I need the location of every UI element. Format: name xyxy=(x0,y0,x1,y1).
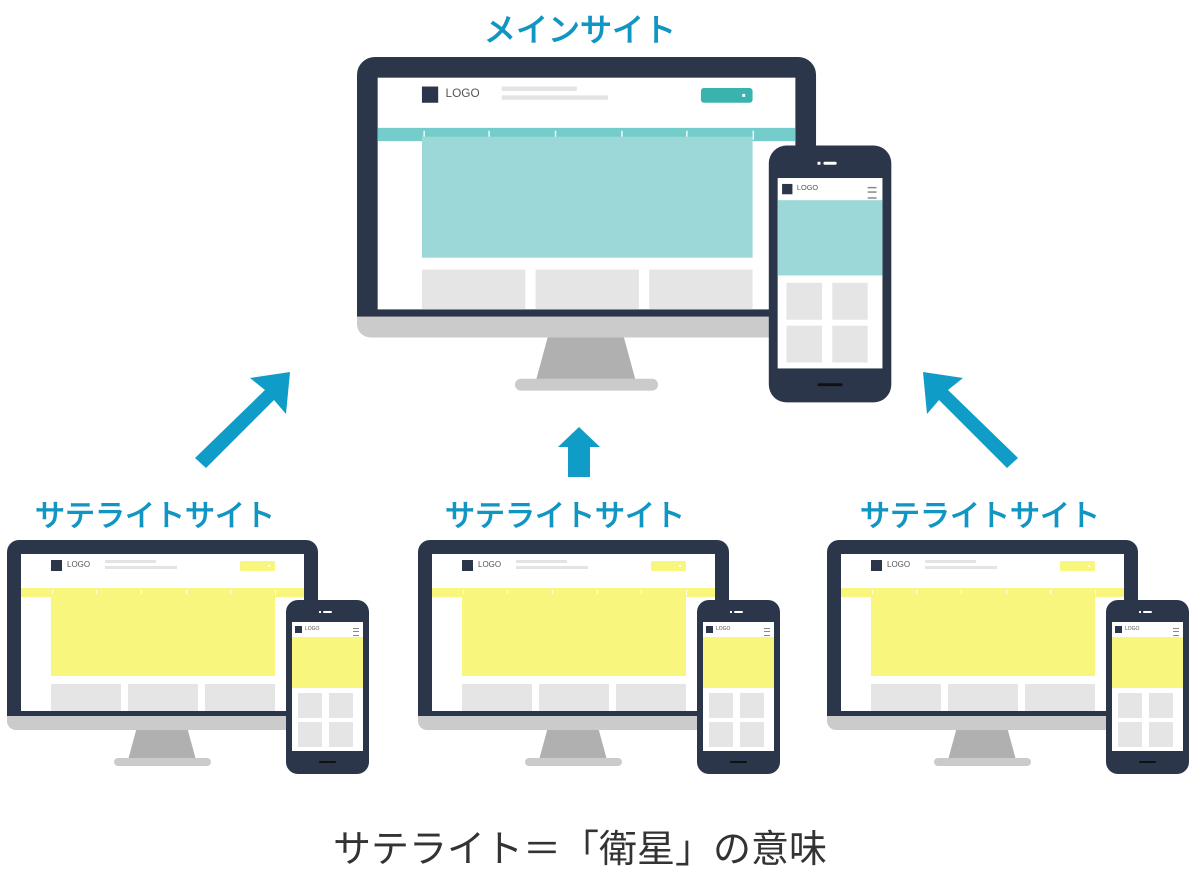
arrow-up-icon xyxy=(558,427,600,477)
logo-text: LOGO xyxy=(445,86,480,100)
cta-button[interactable] xyxy=(240,561,275,571)
cta-button[interactable] xyxy=(651,561,686,571)
cta-button[interactable] xyxy=(700,87,753,103)
satellite-label-center: サテライトサイト xyxy=(445,499,685,534)
hamburger-menu-icon[interactable] xyxy=(867,186,877,199)
satellite-devices-center: LOGO LOGO xyxy=(418,540,780,774)
desktop-screen: LOGO xyxy=(377,77,796,310)
smartphone: LOGO xyxy=(768,145,892,403)
phone-screen: LOGO xyxy=(777,178,883,369)
satellite-label-right: サテライトサイト xyxy=(860,499,1100,534)
hamburger-menu-icon[interactable] xyxy=(764,628,770,636)
hero-banner xyxy=(421,136,753,258)
main-site-label: メインサイト xyxy=(483,11,676,49)
desktop-monitor: LOGO xyxy=(357,57,817,391)
cta-button[interactable] xyxy=(1060,561,1095,571)
main-site-devices: LOGO LOGO xyxy=(357,57,892,403)
satellite-devices-left: LOGO LOGO xyxy=(7,540,369,774)
caption-text: サテライト＝「衛星」の意味 xyxy=(332,827,827,871)
logo-square-icon xyxy=(421,86,439,103)
hamburger-menu-icon[interactable] xyxy=(353,628,359,636)
satellite-devices-right: LOGO LOGO xyxy=(827,540,1189,774)
arrow-up-left-icon xyxy=(923,372,1018,468)
hamburger-menu-icon[interactable] xyxy=(1173,628,1179,636)
arrow-up-right-icon xyxy=(195,372,290,468)
satellite-label-left: サテライトサイト xyxy=(35,499,275,534)
